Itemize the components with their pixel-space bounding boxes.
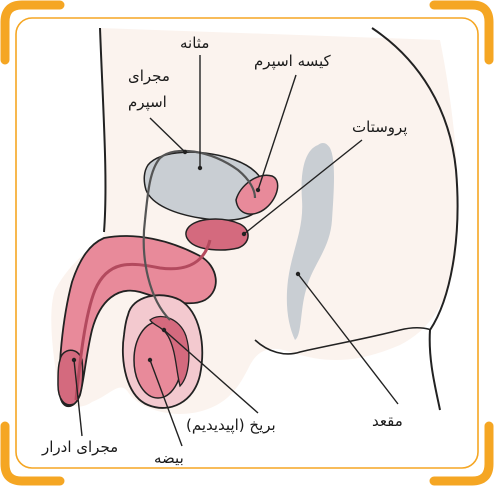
label-vas-deferens-line1: مجرای: [128, 67, 170, 85]
prostate-shape: [186, 219, 248, 250]
dot-rectum: [296, 272, 300, 276]
label-testis: بیضه: [154, 449, 184, 467]
dot-urethra: [72, 358, 76, 362]
dot-prostate: [242, 232, 246, 236]
label-epididymis: بریخ (اپیدیدیم): [186, 416, 276, 434]
label-rectum: مقعد: [372, 412, 403, 430]
corner-bottom-right: [434, 426, 489, 481]
label-bladder: مثانه: [180, 34, 209, 52]
label-vas-deferens-line2: اسپرم: [128, 93, 167, 111]
corner-top-left: [5, 5, 60, 60]
dot-vas-deferens: [183, 150, 187, 154]
dot-testis: [148, 358, 152, 362]
label-urethra: مجرای ادرار: [42, 438, 118, 456]
label-prostate: پروستات: [352, 118, 407, 136]
dot-epididymis: [162, 328, 166, 332]
body-silhouette: [51, 28, 458, 414]
dot-seminal-vesicle: [256, 188, 260, 192]
label-seminal-vesicle: کیسه اسپرم: [254, 52, 331, 70]
dot-bladder: [198, 166, 202, 170]
